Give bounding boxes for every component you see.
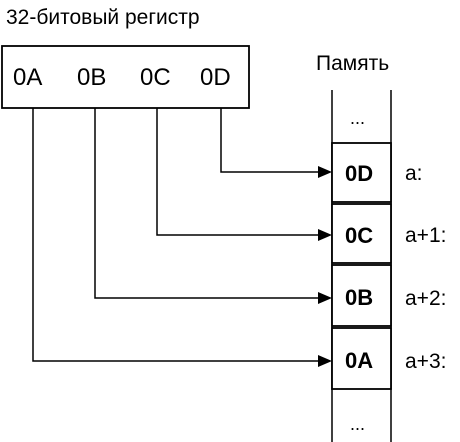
address-label-3: a+3: — [405, 350, 446, 373]
register-byte-3: 0D — [200, 64, 231, 91]
memory-cell-1 — [331, 203, 392, 264]
memory-cell-3 — [331, 327, 392, 390]
register-byte-2: 0C — [140, 64, 171, 91]
arrowhead-0c — [318, 229, 332, 241]
memory-bottom-ellipsis: ... — [350, 414, 365, 434]
connector-0b — [94, 108, 318, 299]
memory-top-ellipsis: ... — [350, 108, 365, 128]
register-byte-1: 0B — [77, 64, 106, 91]
memory-cell-2 — [331, 264, 392, 327]
connector-0d — [220, 108, 318, 173]
connector-0c — [156, 108, 318, 236]
arrowhead-0d — [318, 166, 332, 178]
register-byte-0: 0A — [13, 64, 42, 91]
address-label-1: a+1: — [405, 224, 446, 247]
memory-cell-3-value: 0A — [345, 348, 373, 373]
memory-cell-0 — [331, 142, 392, 203]
address-label-2: a+2: — [405, 287, 446, 310]
arrowhead-0a — [318, 355, 332, 367]
memory-cell-2-value: 0B — [345, 285, 373, 310]
connector-0a — [32, 108, 318, 362]
address-label-0: a: — [405, 162, 423, 185]
register-title: 32-битовый регистр — [6, 6, 200, 29]
memory-title: Память — [316, 52, 389, 75]
memory-cell-0-value: 0D — [345, 161, 373, 186]
memory-cell-1-value: 0C — [345, 223, 373, 248]
register-box — [1, 45, 250, 109]
arrowhead-0b — [318, 292, 332, 304]
